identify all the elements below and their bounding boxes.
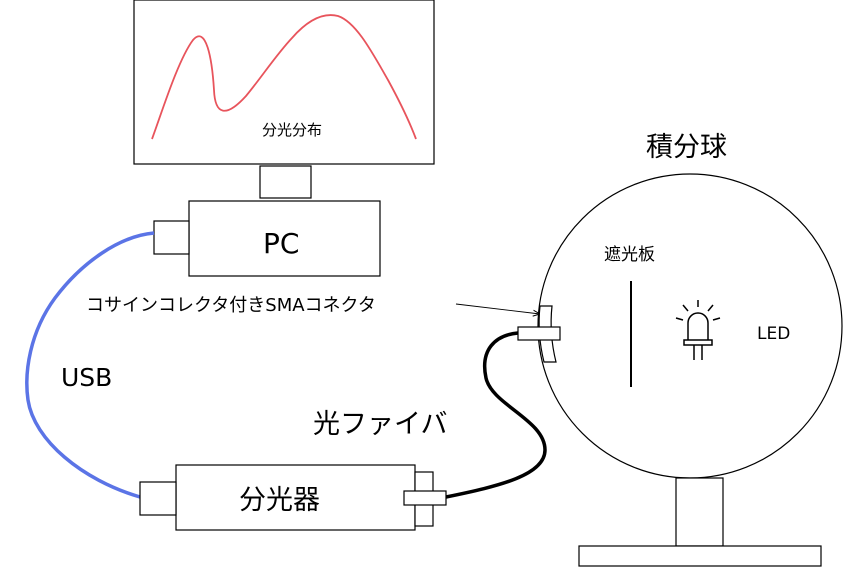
connector-pointer-arrow xyxy=(455,303,540,314)
usb-label: USB xyxy=(61,363,112,392)
sma-connector xyxy=(517,305,561,363)
sphere-body xyxy=(537,173,843,479)
integrating-sphere: 積分球 遮光板 LED xyxy=(537,132,843,567)
baffle-label: 遮光板 xyxy=(604,245,655,265)
fiber-label: 光ファイバ xyxy=(313,409,447,440)
sma-connector-body xyxy=(517,326,561,341)
spectrometer-label: 分光器 xyxy=(239,485,320,516)
pc-label: PC xyxy=(263,227,299,260)
optical-fiber xyxy=(445,331,547,499)
usb-cable xyxy=(25,231,155,499)
led-label: LED xyxy=(757,324,790,344)
led-bulb-icon xyxy=(675,300,721,360)
spectrometer-usb-port xyxy=(139,481,177,516)
spectrometer: 分光器 xyxy=(139,464,447,531)
spectrum-curve xyxy=(151,14,417,140)
connector-label: コサインコレクタ付きSMAコネクタ xyxy=(86,295,376,316)
sphere-post xyxy=(675,477,724,547)
pc-usb-port xyxy=(153,220,190,255)
monitor-screen xyxy=(133,0,435,165)
monitor-stand xyxy=(259,165,312,199)
sphere-label: 積分球 xyxy=(646,132,727,163)
monitor: 分光分布 xyxy=(133,0,435,199)
monitor-caption: 分光分布 xyxy=(262,121,322,139)
pc-body xyxy=(188,200,381,277)
sphere-base xyxy=(578,545,822,567)
spectrometer-fiber-port xyxy=(403,490,447,506)
pc-unit: PC xyxy=(153,200,381,277)
